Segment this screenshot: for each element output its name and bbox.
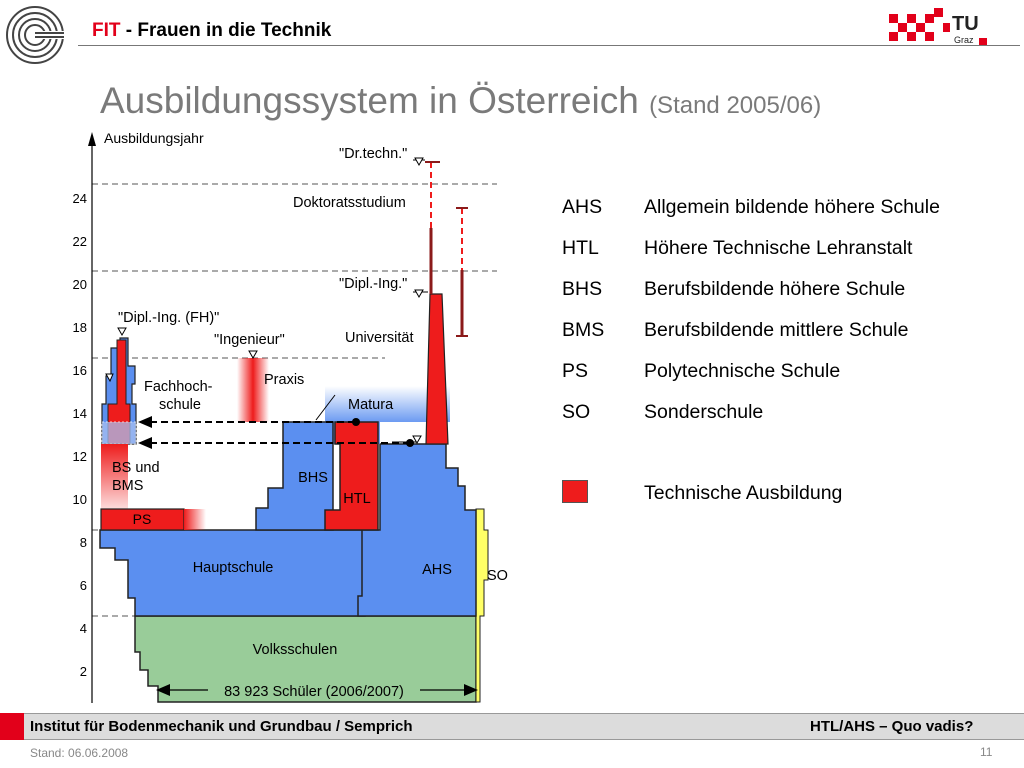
universitaet-label: Universität [345,330,414,346]
dr-techn-label: "Dr.techn." [339,146,407,162]
tick-24: 24 [73,191,87,206]
legend-abbr: HTL [562,237,599,259]
htl-label: HTL [343,491,370,507]
tick-14: 14 [73,406,87,421]
ps-label: PS [133,511,152,527]
y-axis: Ausbildungsjahr [88,130,204,703]
tu-logo-text: TU [952,13,979,35]
footer-institute: Institut für Bodenmechanik und Grundbau … [30,718,413,735]
bhs-block [255,421,334,531]
praxis-block [237,358,269,422]
tick-22: 22 [73,234,87,249]
legend-desc: Allgemein bildende höhere Schule [644,196,940,218]
bs-und-label: BS und [112,460,160,476]
page-number: 11 [980,745,993,759]
tick-2: 2 [80,664,87,679]
legend-abbr: BMS [562,319,605,341]
universitaet-block [425,293,449,445]
fit-label: FIT [92,20,121,41]
axis-label: Ausbildungsjahr [104,130,204,146]
tick-20: 20 [73,277,87,292]
so-label: SO [487,568,508,584]
institute-logo-icon [6,6,66,64]
legend-desc: Berufsbildende höhere Schule [644,278,906,300]
footer-accent [0,713,24,740]
htl-block [324,421,379,531]
tick-16: 16 [73,363,87,378]
legend-abbr: BHS [562,278,603,300]
ahs-marker [412,435,422,445]
doktoratsstudium-label: Doktoratsstudium [293,195,406,211]
tick-10: 10 [73,492,87,507]
legend-abbr: AHS [562,196,603,218]
page-title: Ausbildungssystem in Österreich (Stand 2… [100,80,821,122]
arrow-head-2 [138,437,152,449]
dr-techn-marker [414,157,424,167]
technical-label: Technische Ausbildung [644,482,843,504]
matura-label: Matura [348,397,394,413]
fachhoch-label-2: schule [159,397,201,413]
page-title-main: Ausbildungssystem in Österreich [100,80,639,121]
legend-abbr: PS [562,360,589,382]
tick-12: 12 [73,449,87,464]
footer-bar [0,713,1024,740]
dipl-ing-label: "Dipl.-Ing." [339,276,407,292]
dipl-ing-fh-marker [117,327,127,337]
bs-bms-block [101,444,128,509]
legend-desc: Sonderschule [644,401,764,423]
schueler-label: 83 923 Schüler (2006/2007) [224,684,404,700]
technical-swatch [562,480,588,503]
hauptschule-label: Hauptschule [193,560,274,576]
page-title-sub: (Stand 2005/06) [649,92,822,119]
education-system-diagram: Ausbildungsjahr 24 22 20 18 16 14 12 10 … [73,130,508,703]
axis-ticks: 24 22 20 18 16 14 12 10 8 6 4 2 [73,191,87,679]
tick-8: 8 [80,535,87,550]
footer-date: Stand: 06.06.2008 [30,746,129,760]
matura-pointer [315,394,336,421]
header-title: FIT - Frauen in die Technik [92,20,331,42]
ps-fade [184,509,206,530]
praxis-label: Praxis [264,372,304,388]
bms-label: BMS [112,478,143,494]
tick-4: 4 [80,621,87,636]
legend-desc: Polytechnische Schule [644,360,841,382]
tu-graz-logo-icon: TU Graz [889,8,987,45]
arrow-dot-2 [406,439,414,447]
volksschulen-label: Volksschulen [253,642,338,658]
header-divider [78,45,1020,46]
arrow-head-1 [138,416,152,428]
legend-abbr: SO [562,401,591,423]
legend-desc: Höhere Technische Lehranstalt [644,237,913,259]
arrow-dot-1 [352,418,360,426]
bhs-label: BHS [298,470,328,486]
fh-entry-band [101,421,137,445]
fh-marker-small [105,373,114,383]
dipl-ing-fh-label: "Dipl.-Ing. (FH)" [118,310,219,326]
tu-logo-sub: Graz [954,35,974,45]
dipl-ing-marker [414,289,424,299]
tick-6: 6 [80,578,87,593]
ingenieur-label: "Ingenieur" [214,332,285,348]
fachhoch-label-1: Fachhoch- [144,379,213,395]
legend-desc: Berufsbildende mittlere Schule [644,319,909,341]
tick-18: 18 [73,320,87,335]
so-block [475,508,489,703]
header-subtitle: - Frauen in die Technik [120,20,332,41]
ahs-block [357,443,477,617]
ahs-label: AHS [422,562,452,578]
level-lines [92,183,497,617]
ingenieur-marker [248,350,258,360]
footer-topic: HTL/AHS – Quo vadis? [810,718,974,735]
